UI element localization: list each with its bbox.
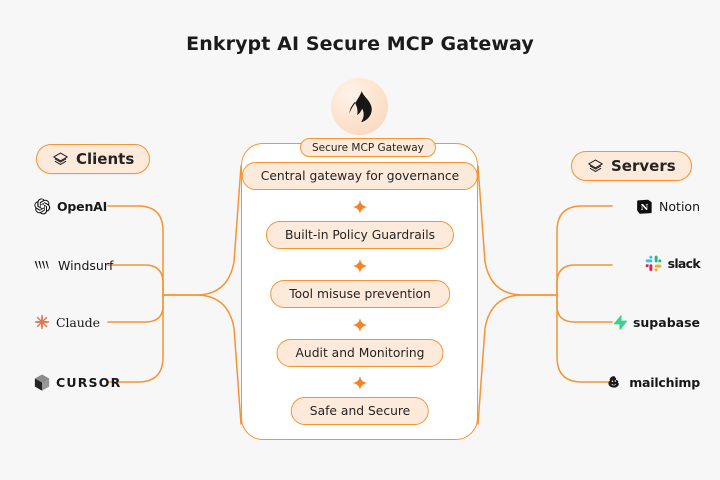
wire-server-supabase xyxy=(556,294,613,323)
page-title: Enkrypt AI Secure MCP Gateway xyxy=(186,33,534,55)
client-label: Windsurf xyxy=(58,257,114,273)
wire-server-notion xyxy=(556,205,613,296)
wire-client-claude xyxy=(107,294,164,323)
server-label: slack xyxy=(667,255,701,271)
sparkle-star-icon xyxy=(352,199,368,215)
wire-hub-left-top xyxy=(162,165,242,296)
client-label: OpenAI xyxy=(57,198,108,214)
clients-heading-label: Clients xyxy=(76,150,135,168)
wire-client-cursor xyxy=(107,294,164,383)
slack-logo-icon xyxy=(645,255,662,272)
wire-client-windsurf xyxy=(107,264,164,296)
server-node-slack[interactable]: slack xyxy=(645,252,701,274)
client-label: CURSOR xyxy=(56,374,122,390)
server-node-notion[interactable]: N Notion xyxy=(636,195,700,217)
feature-label: Tool misuse prevention xyxy=(289,287,431,301)
client-node-claude[interactable]: Claude xyxy=(34,311,100,333)
gateway-label-text: Secure MCP Gateway xyxy=(312,141,424,154)
sparkle-star-icon xyxy=(352,375,368,391)
stack-layers-icon xyxy=(52,151,69,168)
feature-pill-audit-monitoring[interactable]: Audit and Monitoring xyxy=(276,339,444,367)
svg-text:N: N xyxy=(641,203,649,213)
openai-logo-icon xyxy=(34,197,51,215)
claude-logo-icon xyxy=(34,314,50,330)
mailchimp-logo-icon xyxy=(606,374,623,391)
servers-heading-label: Servers xyxy=(611,157,676,175)
client-node-windsurf[interactable]: Windsurf xyxy=(34,254,113,276)
wire-server-mailchimp xyxy=(556,294,613,383)
gateway-label-pill: Secure MCP Gateway xyxy=(300,138,436,157)
feature-label: Central gateway for governance xyxy=(260,169,460,183)
wire-hub-left-bottom xyxy=(162,294,242,425)
cursor-logo-icon xyxy=(34,374,50,391)
wire-server-slack xyxy=(556,264,613,296)
notion-logo-icon: N xyxy=(636,198,653,215)
feature-pill-central-gateway[interactable]: Central gateway for governance xyxy=(241,162,479,190)
enkrypt-flame-logo-icon xyxy=(331,78,388,135)
client-node-cursor[interactable]: CURSOR xyxy=(34,371,121,393)
client-label: Claude xyxy=(56,314,100,330)
feature-label: Safe and Secure xyxy=(309,404,411,418)
client-node-openai[interactable]: OpenAI xyxy=(34,195,107,217)
servers-heading-pill[interactable]: Servers xyxy=(571,151,692,181)
feature-label: Built-in Policy Guardrails xyxy=(284,228,436,242)
supabase-logo-icon xyxy=(613,314,627,330)
feature-pill-safe-and-secure[interactable]: Safe and Secure xyxy=(290,397,430,425)
wire-client-openai xyxy=(107,205,164,296)
server-label: supabase xyxy=(632,314,700,330)
server-label: Notion xyxy=(659,198,700,214)
server-node-mailchimp[interactable]: mailchimp xyxy=(606,371,700,393)
feature-pill-tool-misuse-prevention[interactable]: Tool misuse prevention xyxy=(270,280,450,308)
sparkle-star-icon xyxy=(352,317,368,333)
feature-label: Audit and Monitoring xyxy=(295,346,425,360)
feature-pill-policy-guardrails[interactable]: Built-in Policy Guardrails xyxy=(265,221,455,249)
sparkle-star-icon xyxy=(352,258,368,274)
server-label: mailchimp xyxy=(629,374,700,390)
windsurf-logo-icon xyxy=(34,258,52,272)
clients-heading-pill[interactable]: Clients xyxy=(36,144,151,174)
wire-hub-right-bottom xyxy=(477,294,558,425)
stack-layers-icon xyxy=(587,158,604,175)
wire-hub-right-top xyxy=(477,165,558,296)
server-node-supabase[interactable]: supabase xyxy=(613,311,700,333)
